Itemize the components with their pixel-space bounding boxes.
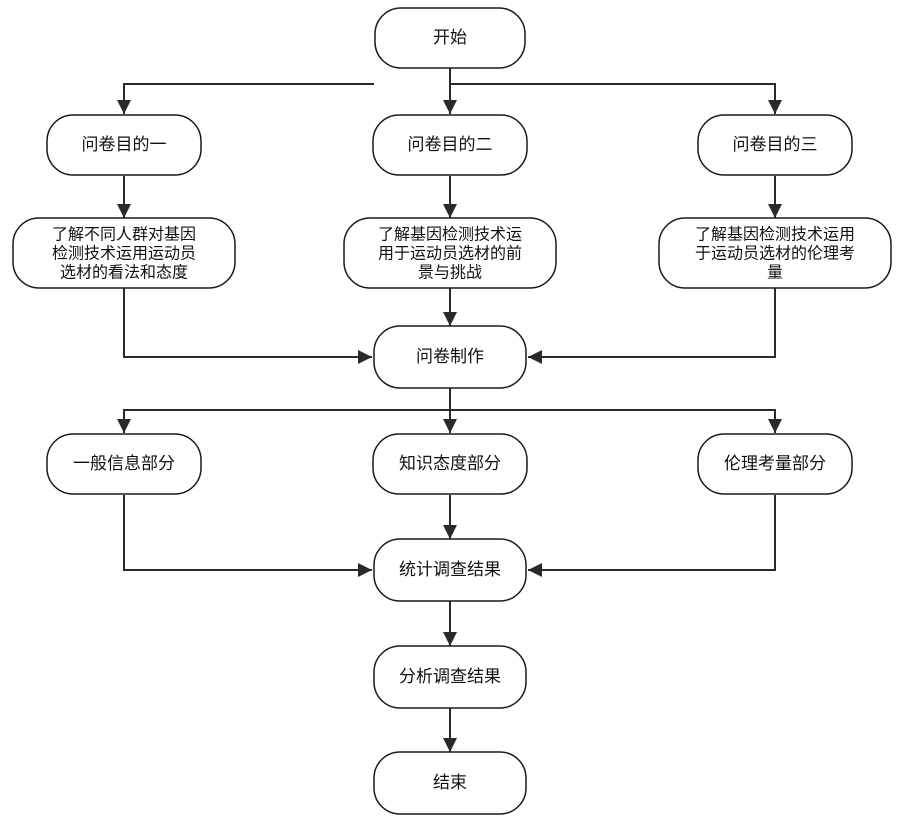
node-shape bbox=[697, 433, 853, 495]
node-goal-3: 问卷目的三 bbox=[697, 114, 853, 176]
node-label-line: 了解基因检测技术运用 bbox=[695, 225, 855, 244]
node-goal-1: 问卷目的一 bbox=[46, 114, 202, 176]
node-shape bbox=[372, 433, 528, 495]
node-label-line: 问卷目的三 bbox=[733, 135, 818, 155]
node-label-line: 知识态度部分 bbox=[399, 454, 501, 474]
node-label-line: 伦理考量部分 bbox=[724, 454, 826, 474]
node-questionnaire: 问卷制作 bbox=[373, 325, 527, 389]
node-shape bbox=[658, 217, 892, 289]
node-part-knowledge: 知识态度部分 bbox=[372, 433, 528, 495]
edge-start-to-goal_3 bbox=[450, 83, 782, 114]
node-end: 结束 bbox=[373, 751, 527, 815]
node-analysis: 分析调查结果 bbox=[373, 645, 527, 709]
edge-start-to-goal_1 bbox=[117, 83, 374, 114]
node-shape bbox=[373, 538, 527, 602]
node-shape bbox=[373, 325, 527, 389]
node-label-line: 景与挑战 bbox=[418, 262, 482, 281]
node-label-line: 了解基因检测技术运 bbox=[378, 225, 522, 244]
node-label-line: 用于运动员选材的前 bbox=[378, 244, 522, 263]
node-shape bbox=[343, 217, 557, 289]
node-shape bbox=[697, 114, 853, 176]
edge-part_general-to-stats bbox=[123, 495, 372, 577]
node-shape bbox=[46, 433, 202, 495]
node-label-line: 一般信息部分 bbox=[73, 454, 175, 474]
node-stats: 统计调查结果 bbox=[373, 538, 527, 602]
node-shape bbox=[12, 217, 236, 289]
node-label-line: 于运动员选材的伦理考 bbox=[695, 244, 855, 263]
node-label-line: 选材的看法和态度 bbox=[60, 262, 188, 281]
edges-layer bbox=[117, 68, 782, 752]
edge-questionnaire-to-part_ethics bbox=[450, 409, 782, 433]
node-shape bbox=[374, 7, 526, 69]
node-label-line: 了解不同人群对基因 bbox=[52, 225, 196, 244]
node-label-line: 统计调查结果 bbox=[399, 560, 501, 580]
edge-questionnaire-to-part_general bbox=[117, 409, 450, 433]
edge-goal_3_detail-to-questionnaire bbox=[528, 288, 776, 364]
node-shape bbox=[46, 114, 202, 176]
node-start: 开始 bbox=[374, 7, 526, 69]
node-part-ethics: 伦理考量部分 bbox=[697, 433, 853, 495]
node-label-line: 结束 bbox=[433, 773, 467, 793]
node-label-line: 检测技术运用运动员 bbox=[52, 244, 196, 263]
node-shape bbox=[373, 751, 527, 815]
node-shape bbox=[373, 645, 527, 709]
node-label-line: 开始 bbox=[433, 28, 467, 48]
edge-goal_1_detail-to-questionnaire bbox=[123, 288, 372, 364]
node-label-line: 问卷制作 bbox=[416, 347, 484, 367]
edge-part_ethics-to-stats bbox=[528, 495, 776, 577]
node-label-line: 量 bbox=[767, 262, 783, 281]
node-part-general: 一般信息部分 bbox=[46, 433, 202, 495]
node-label-line: 分析调查结果 bbox=[399, 667, 501, 687]
node-shape bbox=[372, 114, 528, 176]
node-label-line: 问卷目的一 bbox=[82, 135, 167, 155]
node-goal-2: 问卷目的二 bbox=[372, 114, 528, 176]
node-label-line: 问卷目的二 bbox=[408, 135, 493, 155]
